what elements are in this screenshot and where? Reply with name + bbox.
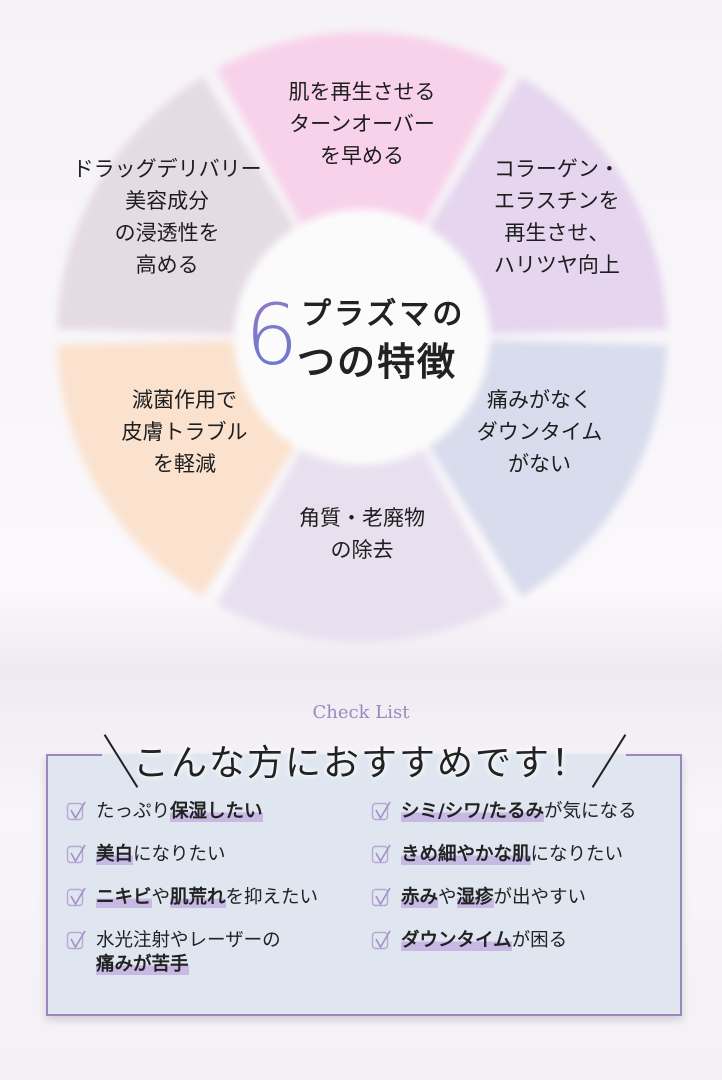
checklist-headline: こんな方におすすめです！ [132, 743, 589, 784]
checkbox-checked-icon [66, 930, 86, 950]
item-text: になりたい [530, 844, 624, 865]
checklist-item: ダウンタイムが困る [371, 929, 637, 953]
item-text: や [438, 887, 457, 908]
item-text: たっぷり [96, 801, 171, 822]
checkbox-checked-icon [371, 801, 391, 821]
highlighted-text: 保湿したい [170, 801, 263, 822]
checklist-left-column: たっぷり保湿したい美白になりたいニキビや肌荒れを抑えたい水光注射やレーザーの痛み… [66, 800, 318, 996]
highlighted-text: きめ細やかな肌 [401, 844, 531, 865]
box-top-border-right [626, 754, 682, 756]
item-text: が気になる [544, 801, 637, 822]
checkbox-checked-icon [371, 930, 391, 950]
checklist-item: 美白になりたい [66, 843, 318, 867]
checklist-item: 水光注射やレーザーの痛みが苦手 [66, 929, 318, 977]
checklist-item: たっぷり保湿したい [66, 800, 318, 824]
wheel-segment [216, 31, 508, 337]
item-text: になりたい [133, 844, 226, 865]
wheel-segment-label: コラーゲン・ エラスチンを 再生させ、 ハリツヤ向上 [493, 156, 620, 277]
highlighted-text: 赤み [401, 887, 439, 908]
highlighted-text: 美白 [96, 844, 134, 865]
checkbox-checked-icon [66, 844, 86, 864]
highlighted-text: 湿疹 [456, 887, 494, 908]
highlighted-text: 肌荒れ [170, 887, 226, 908]
checklist-item: きめ細やかな肌になりたい [371, 843, 637, 867]
title-line1: プラズマの [301, 297, 466, 332]
highlighted-text: ニキビ [96, 887, 152, 908]
checkbox-checked-icon [371, 844, 391, 864]
checkbox-checked-icon [66, 887, 86, 907]
highlighted-text: ダウンタイム [401, 930, 512, 951]
wheel-segment-label: 肌を再生させる ターンオーバー を早める [288, 80, 436, 168]
item-text: 水光注射やレーザーの [96, 930, 281, 951]
checklist-item: ニキビや肌荒れを抑えたい [66, 886, 318, 910]
checkbox-checked-icon [371, 887, 391, 907]
check-list-label: Check List [312, 702, 410, 723]
item-text: が困る [511, 930, 568, 951]
checklist-right-column: シミ/シワ/たるみが気になるきめ細やかな肌になりたい赤みや湿疹が出やすいダウンタ… [371, 800, 637, 972]
features-wheel [57, 31, 667, 642]
title-line2: つの特徴 [297, 340, 458, 384]
wheel-segment [216, 337, 508, 642]
wheel-segment-label: ドラッグデリバリー 美容成分 の浸透性を 高める [72, 156, 262, 277]
wheel-center [234, 209, 490, 465]
checklist-item: シミ/シワ/たるみが気になる [371, 800, 637, 824]
checklist-item: 赤みや湿疹が出やすい [371, 886, 637, 910]
title-number: 6 [245, 286, 299, 384]
highlighted-text: 痛みが苦手 [96, 954, 189, 975]
wheel-segment-label: 角質・老廃物 の除去 [299, 506, 425, 562]
checkbox-checked-icon [66, 801, 86, 821]
box-top-border-left [46, 754, 102, 756]
item-text: が出やすい [493, 887, 587, 908]
wheel-title: 6 プラズマの つの特徴 [245, 285, 485, 385]
highlighted-text: シミ/シワ/たるみ [401, 801, 545, 822]
item-text: を抑えたい [225, 887, 319, 908]
wheel-segment-label: 痛みがなく ダウンタイム がない [476, 387, 603, 476]
wheel-segment-label: 滅菌作用で 皮膚トラブル を軽減 [121, 387, 248, 476]
item-text: や [151, 887, 171, 908]
